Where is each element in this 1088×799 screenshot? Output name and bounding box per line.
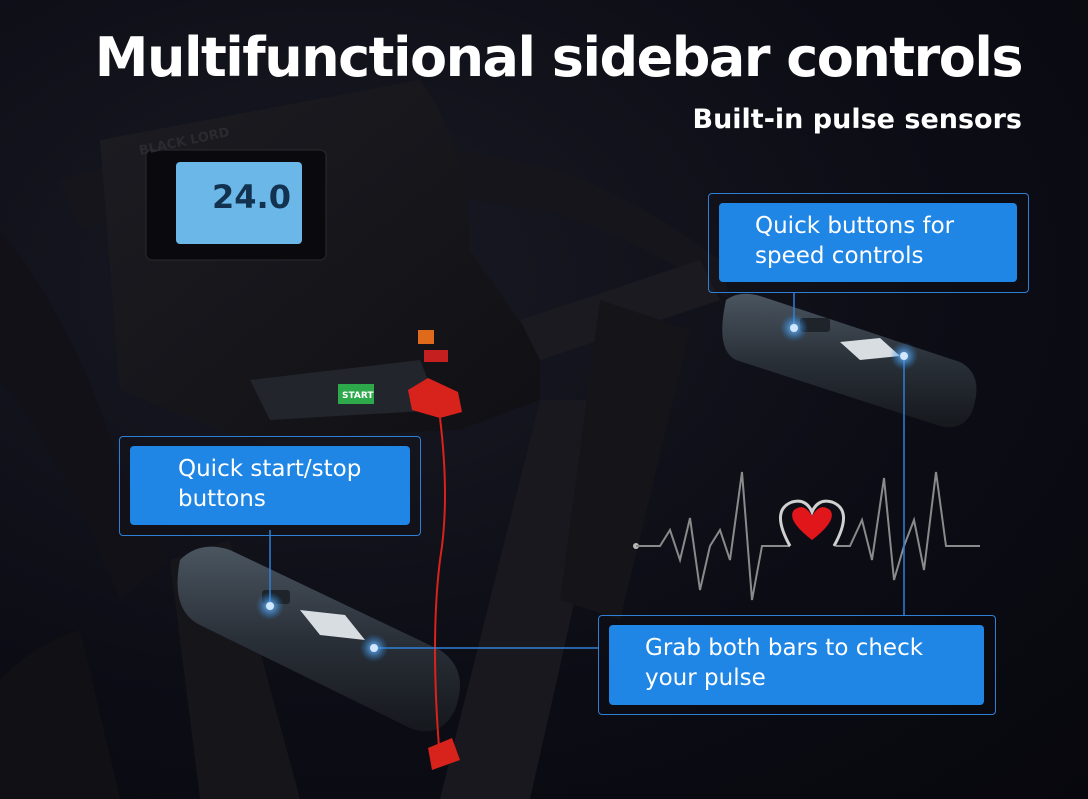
callout-pulse-line1: Grab both bars to check — [645, 635, 924, 661]
page-title: Multifunctional sidebar controls — [94, 26, 1024, 89]
start-label: START — [342, 391, 374, 401]
start-button-graphic — [338, 384, 374, 404]
safety-cord — [434, 417, 446, 761]
callout-start-stop-line1: Quick start/stop — [178, 456, 362, 482]
highlight-dots — [256, 314, 918, 662]
right-upright-back — [560, 300, 690, 620]
callout-pulse-line2: your pulse — [645, 665, 766, 691]
callout-pulse-frame — [598, 615, 996, 715]
callout-speed-line2: speed controls — [755, 243, 924, 269]
safety-key — [408, 378, 462, 418]
callout-speed-frame — [708, 193, 1029, 293]
callout-start-stop-frame — [119, 436, 421, 536]
deck-corner — [0, 630, 120, 799]
console-lcd — [176, 162, 302, 244]
callout-speed-line1: Quick buttons for — [755, 213, 955, 239]
page-subtitle: Built-in pulse sensors — [692, 104, 1023, 135]
heartbeat-graphic — [633, 471, 980, 601]
left-frame — [0, 230, 170, 600]
safety-clip — [428, 738, 460, 770]
callout-start-stop: Quick start/stop buttons — [130, 446, 410, 525]
stop-button-graphic — [424, 350, 448, 362]
callout-start-stop-line2: buttons — [178, 486, 266, 512]
callout-pulse: Grab both bars to check your pulse — [609, 625, 984, 705]
lcd-value: 24.0 — [212, 178, 291, 216]
speed-button-graphic — [418, 330, 434, 344]
heart-icon — [792, 507, 832, 540]
callout-speed: Quick buttons for speed controls — [719, 203, 1017, 282]
right-grip — [722, 293, 977, 428]
